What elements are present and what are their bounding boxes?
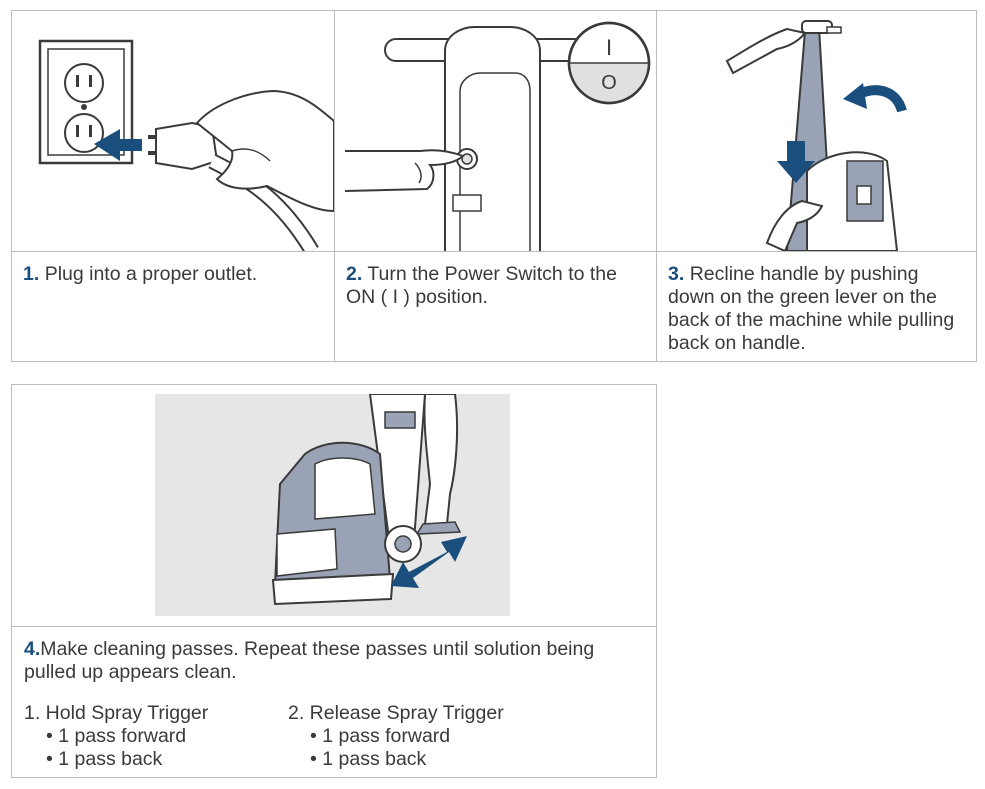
outlet-illustration <box>12 11 334 251</box>
switch-off-symbol: O <box>601 72 617 94</box>
list-item: • 1 pass forward <box>310 725 451 747</box>
divider <box>335 251 656 252</box>
step-text: Turn the Power Switch to the ON ( I ) po… <box>346 263 617 308</box>
step-number: 1. <box>23 263 40 285</box>
step-text: Recline handle by pushing down on the gr… <box>668 263 955 354</box>
step-number: 2. <box>346 263 363 285</box>
step-4-caption: 4.Make cleaning passes. Repeat these pas… <box>24 638 624 684</box>
step-1: 1. Plug into a proper outlet. <box>12 11 334 361</box>
step-3: 3. Recline handle by pushing down on the… <box>656 11 976 361</box>
cleaning-passes-illustration <box>155 394 510 616</box>
step-text: Make cleaning passes. Repeat these passe… <box>24 638 595 683</box>
recline-handle-illustration <box>657 11 976 251</box>
list-title: 1. Hold Spray Trigger <box>24 702 209 724</box>
list-item: • 1 pass back <box>46 748 163 770</box>
step-number: 3. <box>668 263 685 285</box>
step-number: 4. <box>24 638 41 660</box>
step-2-caption: 2. Turn the Power Switch to the ON ( I )… <box>346 263 646 309</box>
divider <box>657 251 976 252</box>
switch-on-symbol: I <box>606 35 612 60</box>
release-spray-trigger-list: 2. Release Spray Trigger • 1 pass forwar… <box>288 702 504 771</box>
step-3-caption: 3. Recline handle by pushing down on the… <box>668 263 966 355</box>
instruction-panel-top: 1. Plug into a proper outlet. <box>11 10 977 362</box>
instruction-panel-bottom: 4.Make cleaning passes. Repeat these pas… <box>11 384 657 778</box>
divider <box>12 251 334 252</box>
hold-spray-trigger-list: 1. Hold Spray Trigger • 1 pass forward •… <box>24 702 208 771</box>
step-2: I O 2. Turn the Power Switch to the ON (… <box>334 11 656 361</box>
step-1-caption: 1. Plug into a proper outlet. <box>23 263 324 286</box>
list-title: 2. Release Spray Trigger <box>288 702 504 724</box>
list-item: • 1 pass forward <box>46 725 187 747</box>
divider <box>12 626 656 627</box>
power-switch-illustration: I O <box>335 11 656 251</box>
step-text: Plug into a proper outlet. <box>44 263 258 285</box>
list-item: • 1 pass back <box>310 748 427 770</box>
